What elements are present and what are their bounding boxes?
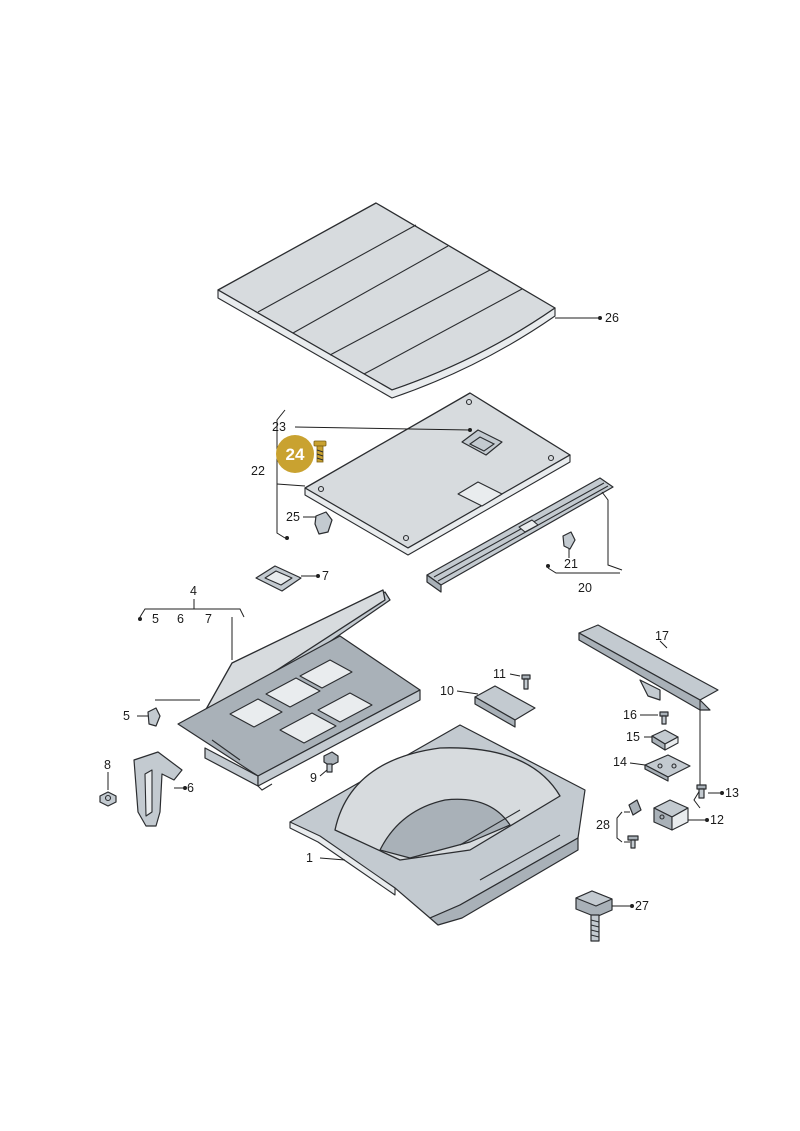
label-28-bracket [693,700,701,809]
part-28-bolt-lower[interactable] [627,835,639,849]
label-4-sub-6: 6 [177,612,184,626]
label-7: 7 [322,569,329,583]
label-4-bracket: 4 5 6 7 [138,584,245,660]
label-20: 20 [578,581,592,595]
part-24-screw[interactable] [313,440,327,463]
part-7-cover-frame[interactable]: 7 [255,565,329,592]
part-4-storage-tray[interactable] [177,589,421,791]
label-28-callout: 28 [596,811,630,843]
label-15: 15 [626,730,640,744]
label-17: 17 [655,629,669,643]
label-16: 16 [623,708,637,722]
part-12-bracket[interactable]: 12 [653,799,724,831]
label-26: 26 [605,311,619,325]
label-28: 28 [596,818,610,832]
part-9-fastener[interactable]: 9 [310,751,339,785]
label-21: 21 [564,557,578,571]
label-4: 4 [190,584,197,598]
label-1-callout: 1 [306,851,346,865]
label-6: 6 [187,781,194,795]
label-5: 5 [123,709,130,723]
label-27: 27 [635,899,649,913]
part-8-nut[interactable]: 8 [99,758,117,807]
part-13-screw[interactable]: 13 [696,784,739,800]
label-14: 14 [613,755,627,769]
label-10: 10 [440,684,454,698]
label-22: 22 [251,464,265,478]
label-4-sub-5: 5 [152,612,159,626]
part-20-sill-trim[interactable] [426,477,614,593]
label-22-bracket: 22 [251,409,306,540]
label-1: 1 [306,851,313,865]
label-20-bracket: 20 [546,491,623,595]
part-26-floor-cover[interactable] [217,202,556,399]
part-10-bracket[interactable]: 10 [440,684,536,728]
part-23-handle-callout: 23 [272,420,472,434]
label-11: 11 [493,667,506,681]
part-17-rail[interactable]: 17 [578,624,719,711]
label-4-sub-7: 7 [205,612,212,626]
part-5-clip[interactable]: 5 [123,699,200,727]
part-21-clip[interactable]: 21 [562,531,578,571]
part-28-nut-upper[interactable] [628,799,642,816]
label-12: 12 [710,813,724,827]
part-1-spare-wheel-well[interactable] [289,724,586,926]
label-23: 23 [272,420,286,434]
label-9: 9 [310,771,317,785]
label-8: 8 [104,758,111,772]
label-25: 25 [286,510,300,524]
part-24-highlight-badge[interactable]: 24 [276,435,314,473]
part-25-clip[interactable]: 25 [286,510,333,535]
part-22-load-floor[interactable] [304,392,571,556]
label-13: 13 [725,786,739,800]
label-26-callout: 26 [555,311,619,325]
part-16-screw[interactable]: 16 [623,708,669,725]
part-6-strap[interactable]: 6 [133,751,194,827]
part-27-bolt[interactable]: 27 [575,890,649,942]
part-11-screw[interactable]: 11 [493,667,531,690]
label-24: 24 [286,445,305,464]
part-14-plate[interactable]: 14 [613,754,691,782]
part-15-block[interactable]: 15 [626,729,679,751]
